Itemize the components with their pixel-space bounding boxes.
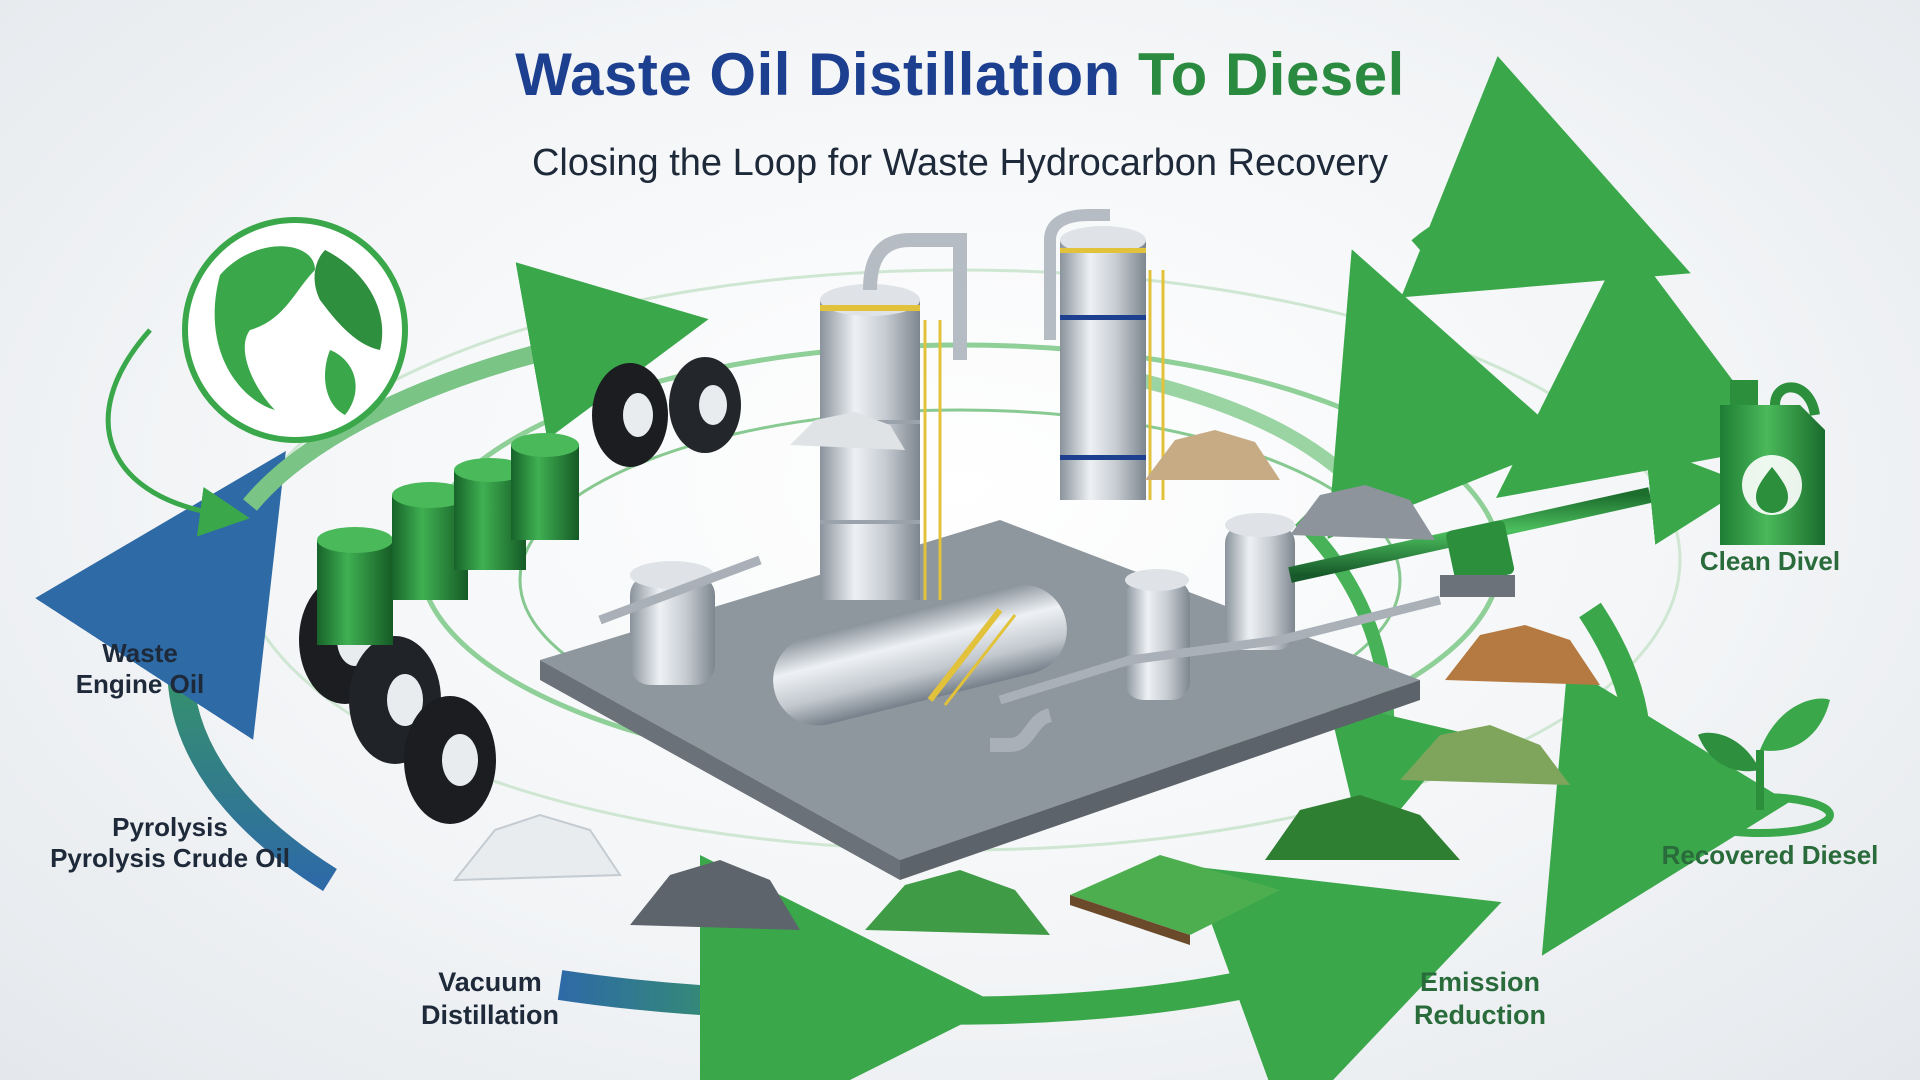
arrow-bottom-right bbox=[899, 866, 1502, 1080]
pile-green-leaves bbox=[865, 870, 1050, 935]
pile-tan-rocks bbox=[1145, 430, 1280, 480]
page-subtitle: Closing the Loop for Waste Hydrocarbon R… bbox=[531, 142, 1389, 184]
recycle-arrows-icon bbox=[1327, 56, 1783, 540]
pile-grass-mat bbox=[1070, 855, 1280, 935]
pile-grey-gravel bbox=[1290, 485, 1435, 540]
label-pyrolysis-line2: Pyrolysis Crude Oil bbox=[50, 843, 290, 873]
pile-dark-greens bbox=[1265, 795, 1460, 860]
label-emission-reduction-line2: Reduction bbox=[1414, 1000, 1546, 1030]
plant-slab bbox=[540, 520, 1420, 860]
pile-white-stone bbox=[452, 813, 622, 882]
title-part-green: To Diesel bbox=[1137, 41, 1405, 108]
label-vacuum-distillation: Vacuum Distillation bbox=[380, 966, 600, 1032]
jerrycan-droplet-icon bbox=[1720, 380, 1825, 545]
label-emission-reduction: Emission Reduction bbox=[1370, 966, 1590, 1032]
arrow-right-mid bbox=[1295, 515, 1465, 854]
sprout-icon bbox=[1686, 698, 1834, 837]
label-emission-reduction-line1: Emission bbox=[1419, 967, 1541, 997]
label-recovered-diesel: Recovered Diesel bbox=[1661, 840, 1879, 870]
distillation-plant bbox=[598, 209, 1442, 752]
arrow-globe-loop bbox=[105, 328, 250, 537]
globe-icon bbox=[182, 217, 408, 443]
arrow-left-top bbox=[243, 262, 709, 511]
title-part-blue: Waste Oil Distillation bbox=[515, 41, 1138, 108]
label-pyrolysis-line1: Pyrolysis bbox=[112, 812, 228, 842]
material-piles bbox=[452, 412, 1600, 945]
oil-drums bbox=[317, 433, 579, 645]
label-pyrolysis: Pyrolysis Pyrolysis Crude Oil bbox=[30, 812, 310, 874]
pile-light-stone bbox=[790, 412, 905, 450]
diesel-pipeline bbox=[1288, 445, 1750, 597]
arrow-right-down bbox=[1541, 602, 1789, 956]
pile-green-powder bbox=[1400, 725, 1570, 785]
arrow-bottom-left bbox=[557, 854, 1000, 1080]
cycle-arrows bbox=[35, 262, 1789, 1080]
page-title: Waste Oil Distillation To Diesel bbox=[0, 40, 1920, 109]
arrow-left-up bbox=[35, 450, 337, 892]
label-clean-diesel: Clean Divel bbox=[1699, 546, 1841, 576]
label-vacuum-distillation-line1: Vacuum bbox=[438, 967, 542, 997]
pile-grey-slate bbox=[630, 860, 800, 930]
label-waste-engine-oil-line2: Engine Oil bbox=[75, 669, 205, 699]
label-waste-engine-oil-line1: Waste bbox=[102, 638, 178, 668]
pile-wood-chips bbox=[1445, 625, 1600, 685]
label-waste-engine-oil: Waste Engine Oil bbox=[40, 638, 240, 700]
label-vacuum-distillation-line2: Distillation bbox=[420, 1000, 559, 1030]
